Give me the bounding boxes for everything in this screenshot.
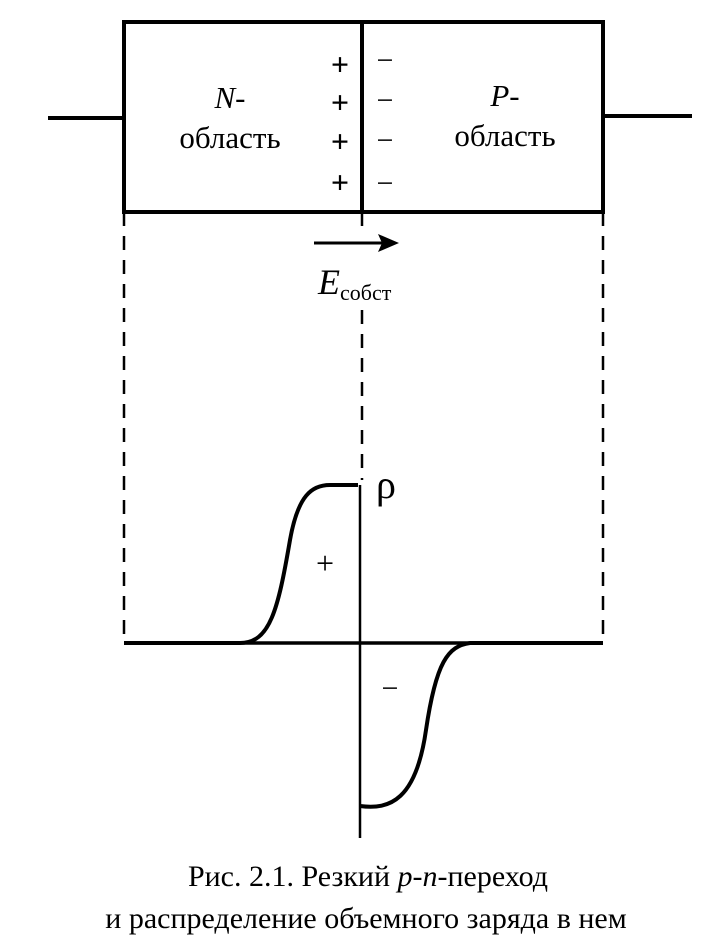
field-arrow: [314, 234, 399, 252]
plus-charge: +: [331, 84, 349, 120]
plus-charge: +: [331, 46, 349, 82]
caption-line-2: и распределение объемного заряда в нем: [105, 902, 626, 935]
negative-charge-curve: [359, 641, 603, 809]
rho-label: ρ: [376, 462, 396, 507]
negative-charge-label: −: [382, 672, 399, 705]
minus-charge: −: [377, 44, 394, 77]
minus-charge: −: [377, 84, 394, 117]
caption-line-1: Рис. 2.1. Резкий p-n-переход: [188, 860, 548, 893]
positive-charge-curve: [124, 483, 358, 645]
plus-charge: +: [331, 164, 349, 200]
field-label: Eсобст: [317, 262, 392, 305]
minus-charge: −: [377, 124, 394, 157]
minus-charge: −: [377, 167, 394, 200]
plus-charge: +: [331, 123, 349, 159]
p-region-label: P-: [489, 78, 519, 113]
n-region-word: область: [179, 120, 280, 155]
positive-charge-label: +: [316, 545, 334, 581]
n-region-label: N-: [213, 80, 245, 115]
p-region-word: область: [454, 118, 555, 153]
